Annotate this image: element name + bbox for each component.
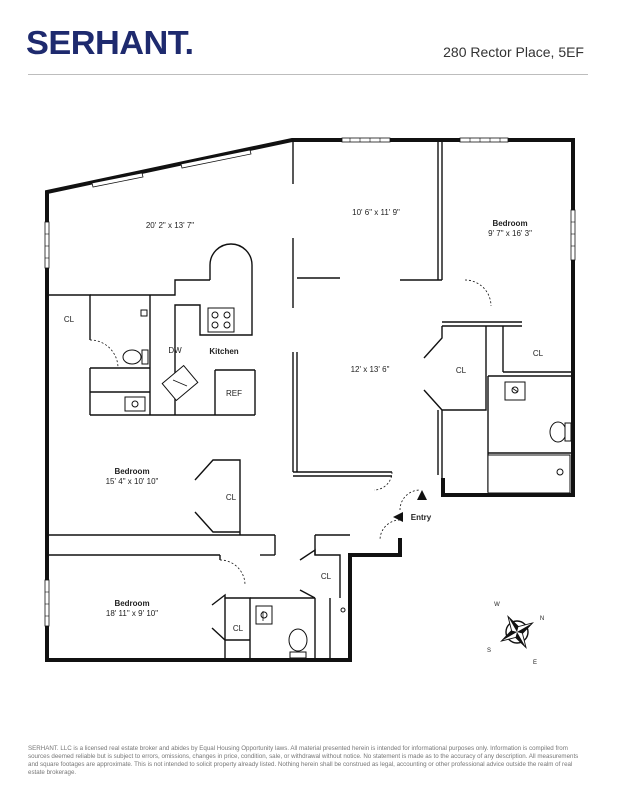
compass-s: S — [487, 648, 491, 654]
closet-label-bw: CL — [226, 493, 237, 502]
room-labels: 20' 2" x 13' 7" 10' 6" x 11' 9" Bedroom … — [64, 208, 544, 633]
arrow-up-icon — [417, 490, 427, 500]
bedroom-ne-dims: 9' 7" x 16' 3" — [488, 229, 532, 238]
listing-address: 280 Rector Place, 5EF — [443, 44, 584, 60]
dw-label: DW — [168, 346, 182, 355]
legal-disclaimer: SERHANT. LLC is a licensed real estate b… — [28, 745, 579, 776]
bedroom-w-dims: 15' 4" x 10' 10" — [106, 477, 159, 486]
toilet-icon — [122, 349, 142, 365]
bedroom-sw-dims: 18' 11" x 9' 10" — [106, 609, 158, 618]
kitchen-label: Kitchen — [209, 347, 238, 356]
bedroom-sw-label: Bedroom — [114, 599, 149, 608]
ref-label: REF — [226, 389, 242, 398]
bedroom-w-label: Bedroom — [114, 467, 149, 476]
closet-label-ne2: CL — [533, 349, 544, 358]
bedroom-ne-label: Bedroom — [492, 219, 527, 228]
closet-label-hall: CL — [321, 572, 332, 581]
toilet-icon-ne — [549, 421, 567, 443]
fixtures — [122, 307, 572, 659]
closet-label-sw: CL — [233, 624, 244, 633]
dining-dims: 10' 6" x 11' 9" — [352, 208, 400, 217]
compass-rose-icon: N S E W — [487, 602, 544, 666]
stove-icon — [207, 307, 235, 333]
header-divider — [28, 74, 588, 75]
living-dims: 20' 2" x 13' 7" — [146, 221, 194, 230]
toilet-icon-sw — [288, 628, 308, 652]
entry-label: Entry — [411, 513, 432, 522]
interior-walls — [49, 140, 571, 660]
compass-e: E — [533, 660, 537, 666]
closet-label-ne: CL — [456, 366, 467, 375]
closet-label-w: CL — [64, 315, 75, 324]
entry-arrows — [393, 490, 427, 522]
door-swings — [89, 279, 492, 586]
serhant-logo: SERHANT. — [26, 24, 194, 61]
window-ticks — [45, 138, 575, 617]
compass-w: W — [494, 602, 500, 608]
bathtub-icon — [487, 454, 571, 494]
foyer-dims: 12' x 13' 6" — [351, 365, 390, 374]
arrow-left-icon — [393, 512, 403, 522]
windows — [44, 137, 576, 627]
compass-n: N — [540, 616, 544, 622]
exterior-walls — [45, 138, 575, 662]
